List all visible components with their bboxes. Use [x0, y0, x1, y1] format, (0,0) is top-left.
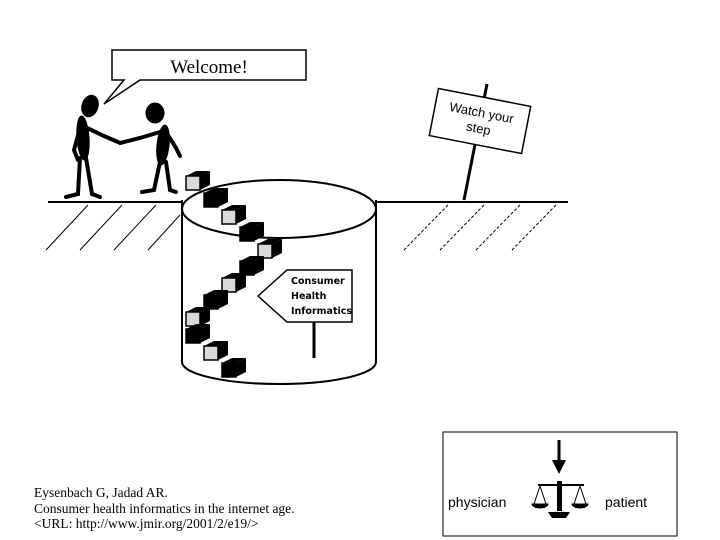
- hole-cylinder: [181, 179, 377, 385]
- ground-hatching-left: [45, 204, 181, 251]
- chi-signpost: Consumer Health Informatics: [256, 269, 353, 358]
- scales-icon: [531, 481, 589, 518]
- chi-sign-line3: Informatics: [291, 306, 352, 317]
- ground-hatching-right: [403, 204, 557, 251]
- citation-url: <URL: http://www.jmir.org/2001/2/e19/>: [34, 516, 259, 531]
- torso-icon: [156, 124, 170, 166]
- citation-title: Consumer health informatics in the inter…: [34, 500, 295, 516]
- stair-block: [221, 358, 246, 378]
- citation-authors: Eysenbach G, Jadad AR.: [34, 485, 168, 500]
- stair-block: [185, 307, 210, 327]
- speech-bubble-text: Welcome!: [170, 57, 248, 78]
- head-icon: [145, 102, 165, 124]
- balance-panel: physician patient: [442, 431, 678, 537]
- stair-block: [239, 256, 264, 276]
- down-arrow-icon: [552, 440, 566, 474]
- staircase: [185, 171, 282, 378]
- ground: [45, 201, 568, 251]
- stair-block: [221, 205, 246, 225]
- patient-label: patient: [605, 494, 647, 510]
- warning-sign-line2: step: [465, 119, 492, 138]
- stick-figure-right: [118, 102, 182, 194]
- physician-label: physician: [448, 494, 506, 510]
- chi-sign-line2: Health: [291, 291, 327, 302]
- citation: Eysenbach G, Jadad AR. Consumer health i…: [34, 485, 295, 532]
- stair-block: [203, 290, 228, 310]
- speech-bubble: Welcome!: [103, 49, 307, 105]
- stair-block: [239, 222, 264, 242]
- stick-figure-left: [64, 94, 120, 199]
- warning-signpost: Watch your step: [428, 83, 532, 201]
- stair-block: [185, 171, 210, 191]
- stair-block: [185, 324, 210, 344]
- chi-sign-line1: Consumer: [291, 276, 345, 287]
- stair-block: [221, 273, 246, 293]
- head-icon: [81, 94, 99, 118]
- stair-block: [203, 188, 228, 208]
- stair-block: [257, 239, 282, 259]
- stair-block: [203, 341, 228, 361]
